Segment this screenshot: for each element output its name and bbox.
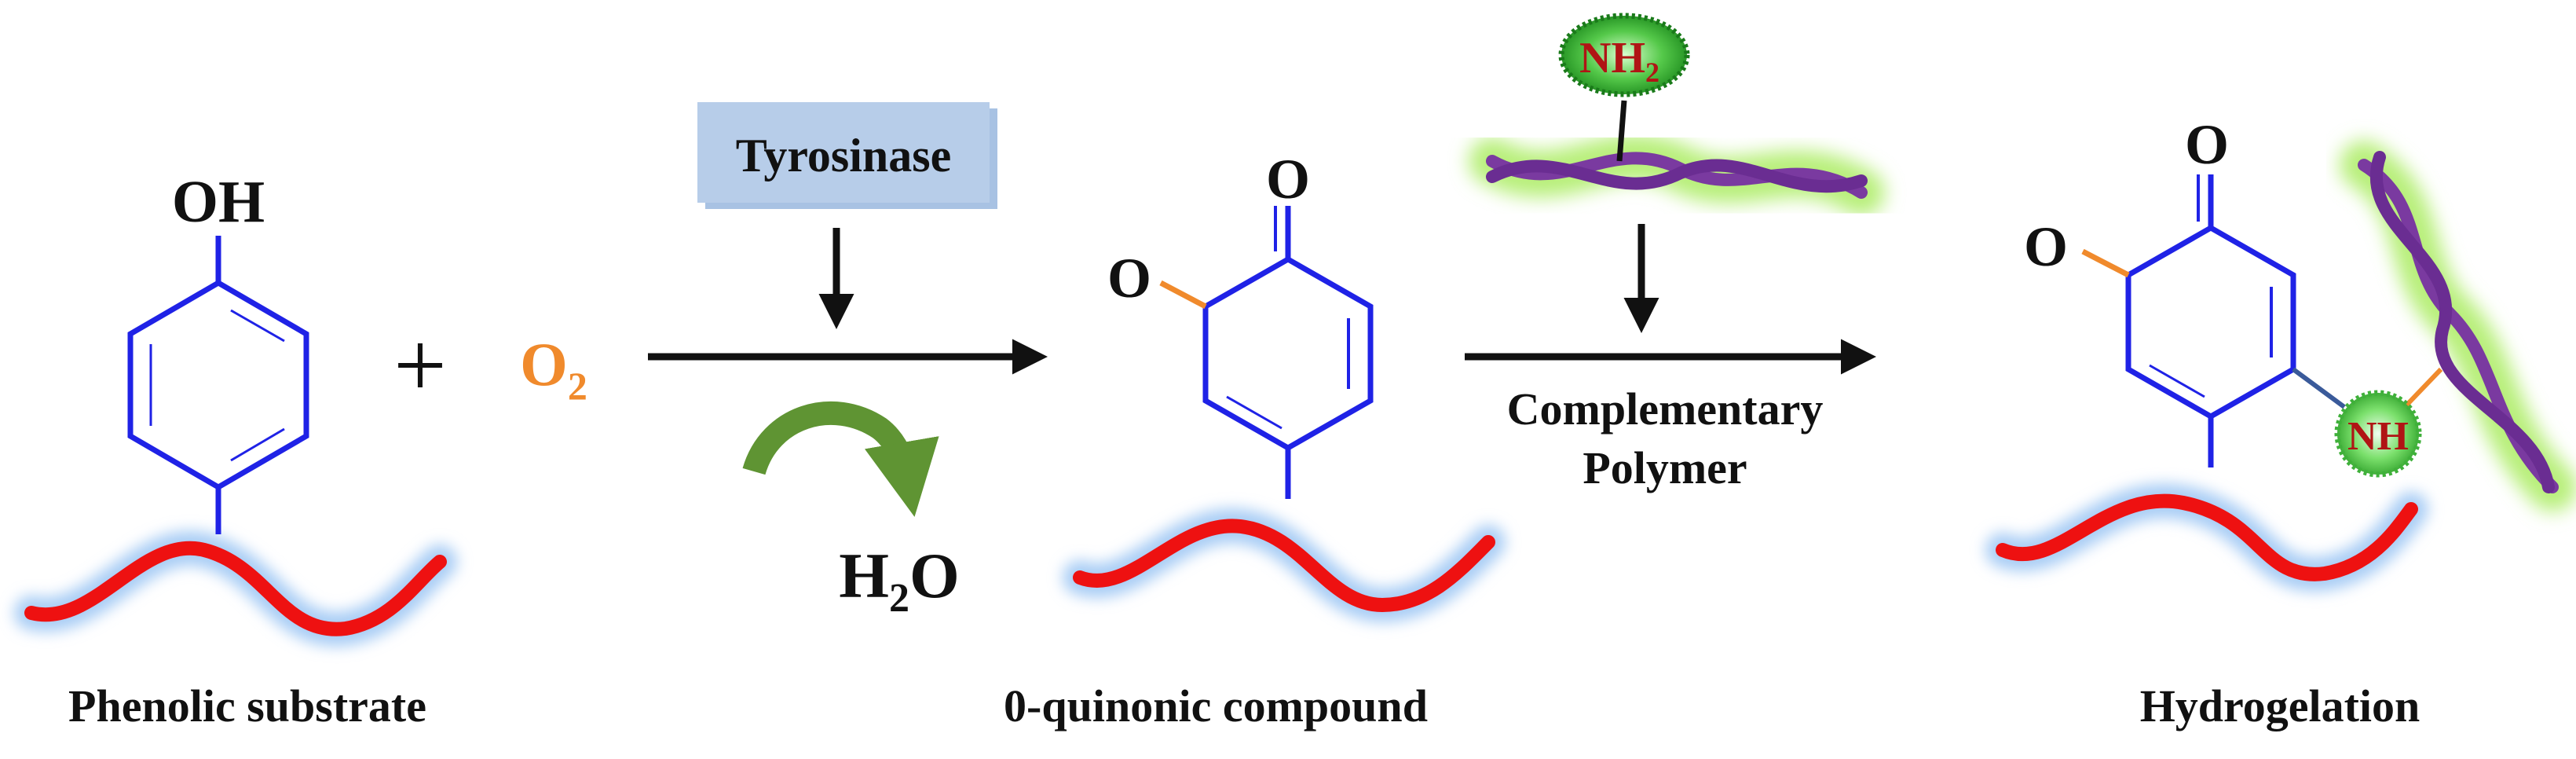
enzyme-box: [697, 102, 990, 203]
enzyme-step: Tyrosinase H2O: [648, 102, 1048, 621]
amine-link: [1616, 100, 1627, 162]
nh-circle: [2334, 390, 2422, 478]
product-carbonyl-bond: [2081, 248, 2130, 278]
plus-sign: +: [393, 313, 447, 417]
curved-arrow: [742, 401, 939, 517]
carbonyl-bond: [1159, 280, 1207, 310]
nh-label: NH: [2347, 414, 2409, 459]
benzene-ring: [127, 236, 309, 534]
quinone-oxygen-left: O: [1107, 247, 1151, 310]
product-ring: [2125, 174, 2296, 468]
polymer-backbone: [1073, 519, 1495, 613]
phenolic-substrate: OH Phenolic substrate: [14, 169, 457, 732]
polymer-strand-b: [1486, 159, 1868, 193]
hydrogel-product: O O NH Hydrogelation: [1985, 113, 2576, 732]
quinone-caption: 0-quinonic compound: [1004, 680, 1428, 732]
amine-oval: [1558, 13, 1690, 97]
product-oxygen-top: O: [2185, 113, 2229, 176]
amine-label: NH2: [1579, 34, 1659, 88]
reagent-line-1: Complementary: [1507, 383, 1824, 434]
reagent-line-2: Polymer: [1583, 442, 1747, 493]
enzyme-label: Tyrosinase: [736, 130, 951, 182]
hydroxyl-label: OH: [172, 169, 265, 235]
nh-polymer-link: [2401, 367, 2443, 411]
substrate-caption: Phenolic substrate: [68, 680, 426, 732]
quinone-oxygen-top: O: [1266, 148, 1310, 211]
polymer-backbone: [1996, 493, 2418, 581]
quinone-ring: [1202, 206, 1374, 499]
amine-bond: [2292, 367, 2346, 409]
polymer-backbone: [24, 541, 447, 636]
oxygen-label: O2: [520, 330, 587, 408]
quinone-compound: O O 0-quinonic compound: [1004, 148, 1506, 732]
product-caption: Hydrogelation: [2140, 680, 2420, 732]
water-label: H2O: [839, 540, 960, 621]
complementary-polymer-step: NH2 Complementary Polymer: [1465, 13, 1885, 493]
polymer-strand-b: [2369, 151, 2555, 493]
product-oxygen-left: O: [2024, 215, 2068, 278]
